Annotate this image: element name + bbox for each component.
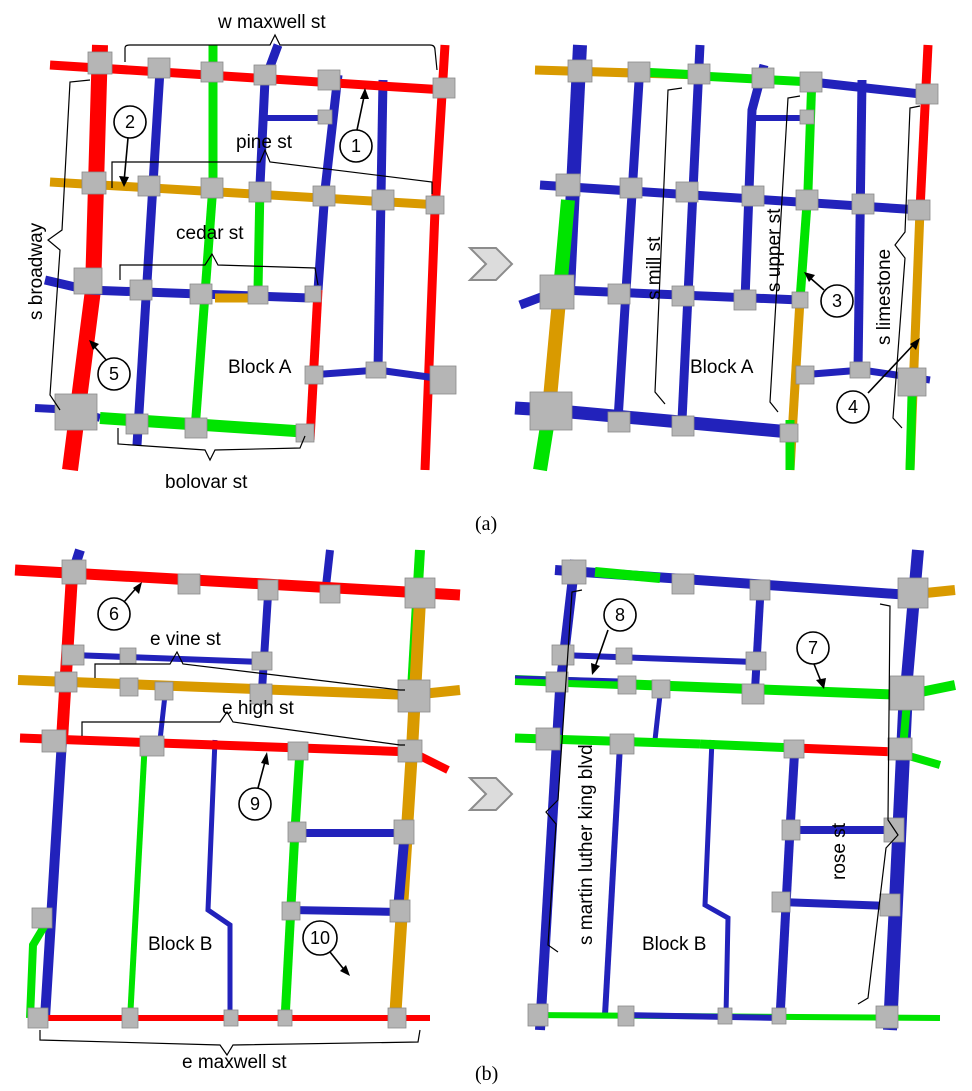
svg-text:3: 3 [832,291,842,311]
label-block-b-left: Block B [148,934,212,955]
label-mlk: s martin luther king blvd [576,744,597,945]
label-e-maxwell: e maxwell st [182,1052,287,1073]
svg-text:10: 10 [310,928,330,948]
label-cedar: cedar st [176,223,244,244]
svg-text:8: 8 [615,605,625,625]
label-e-high: e high st [222,698,295,719]
marker-8: 8 [591,598,637,675]
marker-4: 4 [836,338,920,424]
map-a-before [34,43,457,472]
map-b-after [514,549,956,1031]
svg-text:1: 1 [351,136,361,156]
marker-6: 6 [97,582,142,631]
label-s-limestone: s limestone [874,249,895,345]
label-bolovar: bolovar st [165,472,248,493]
marker-10: 10 [302,920,350,976]
svg-text:4: 4 [848,397,858,417]
label-pine: pine st [236,132,293,153]
label-block-a-left: Block A [228,357,292,378]
label-block-a-right: Block A [690,357,754,378]
label-s-broadway: s broadway [26,222,47,320]
label-s-mill: s mill st [644,236,665,300]
caption-a: (a) [475,513,497,535]
braces-b [39,589,899,1057]
label-rose: rose st [829,822,850,880]
label-s-upper: s upper st [764,208,785,292]
svg-text:6: 6 [109,604,119,624]
marker-7: 7 [796,631,830,689]
svg-text:2: 2 [125,112,135,132]
svg-text:5: 5 [109,364,119,384]
svg-text:7: 7 [808,638,818,658]
map-a-after [514,44,939,472]
map-b-before [14,548,461,1029]
chevron-arrow-icon [467,777,514,811]
label-w-maxwell: w maxwell st [217,12,326,33]
marker-2: 2 [113,105,147,187]
label-block-b-right: Block B [642,934,706,955]
marker-3: 3 [804,272,854,318]
label-e-vine: e vine st [150,629,221,650]
marker-1: 1 [339,88,373,163]
marker-5: 5 [89,340,131,391]
chevron-arrow-icon [467,247,514,281]
marker-9: 9 [238,752,272,821]
svg-text:9: 9 [250,794,260,814]
braces-a [47,33,921,462]
caption-b: (b) [475,1063,498,1085]
